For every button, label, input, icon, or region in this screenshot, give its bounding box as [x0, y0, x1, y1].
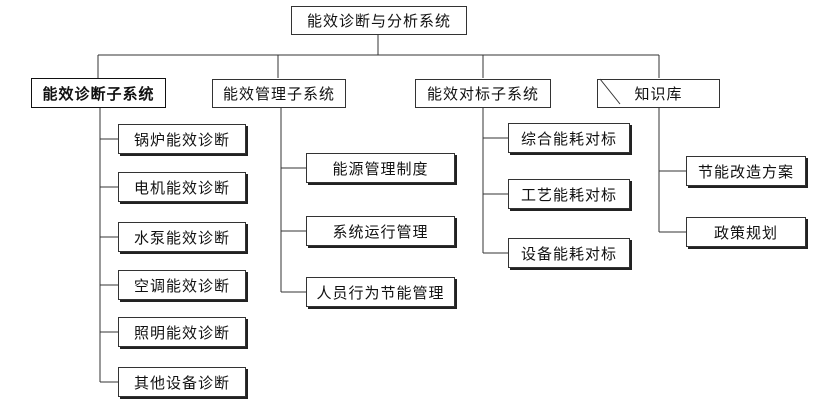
- root-node: 能效诊断与分析系统: [291, 6, 467, 35]
- leaf-motor-diagnosis: 电机能效诊断: [118, 172, 246, 202]
- leaf-equipment-energy-benchmark: 设备能耗对标: [508, 238, 630, 268]
- leaf-policy-planning: 政策规划: [686, 217, 806, 247]
- leaf-pump-diagnosis: 水泵能效诊断: [118, 222, 246, 252]
- leaf-lighting-diagnosis: 照明能效诊断: [118, 317, 246, 347]
- leaf-system-operation-management: 系统运行管理: [306, 216, 455, 246]
- leaf-other-equipment-diagnosis: 其他设备诊断: [118, 367, 246, 397]
- leaf-process-energy-benchmark: 工艺能耗对标: [508, 179, 630, 209]
- branch-knowledge-base: 知识库: [597, 79, 720, 108]
- leaf-retrofit-plan: 节能改造方案: [686, 156, 806, 186]
- leaf-aircon-diagnosis: 空调能效诊断: [118, 270, 246, 300]
- branch-benchmarking: 能效对标子系统: [415, 79, 551, 108]
- leaf-boiler-diagnosis: 锅炉能效诊断: [118, 124, 246, 154]
- leaf-comprehensive-energy-benchmark: 综合能耗对标: [508, 123, 630, 153]
- leaf-energy-management-policy: 能源管理制度: [306, 153, 455, 183]
- branch-diagnosis: 能效诊断子系统: [31, 78, 166, 108]
- branch-management: 能效管理子系统: [212, 79, 346, 108]
- leaf-behavioral-energy-saving: 人员行为节能管理: [306, 277, 455, 307]
